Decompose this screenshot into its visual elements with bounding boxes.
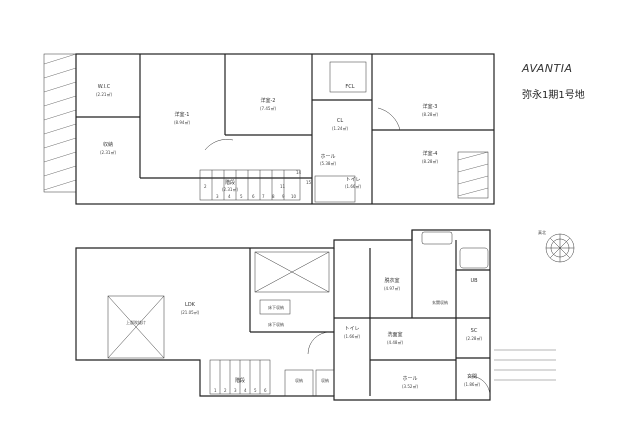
label-western1: 洋室-1 — [175, 111, 190, 118]
note-upper-void: 上部吹抜け — [126, 319, 146, 325]
label-fcl: FCL — [345, 84, 354, 90]
area-lower-toilet: (1.66㎡) — [344, 333, 360, 339]
label-western4: 洋室-4 — [423, 150, 438, 157]
area-sc: (2.28㎡) — [466, 335, 482, 341]
label-upper-hall: ホール — [320, 154, 335, 160]
area-western3: (8.28㎡) — [422, 111, 438, 117]
area-upper-stairs: (2.31㎡) — [222, 186, 238, 192]
stair-num: 11 — [280, 184, 286, 189]
note-mudroom: 玄関収納 — [432, 299, 448, 305]
stair-num: 15 — [306, 180, 312, 185]
area-wic: (2.21㎡) — [96, 91, 112, 97]
area-storage: (2.31㎡) — [100, 149, 116, 155]
label-lower-storage1: 収納 — [295, 377, 303, 383]
lower-outer-wall — [75, 229, 491, 401]
stair-num: 10 — [291, 194, 297, 199]
area-western2: (7.45㎡) — [260, 105, 276, 111]
label-western2: 洋室-2 — [261, 97, 276, 104]
label-upper-stairs: 階段 — [225, 179, 235, 186]
upper-stair-numbers: 2 3 4 5 6 7 8 9 10 11 14 15 — [204, 170, 312, 199]
lower-stairs — [209, 359, 271, 395]
label-ldk: LDK — [185, 302, 196, 308]
label-western3: 洋室-3 — [423, 103, 438, 110]
stair-num: 2 — [224, 388, 227, 393]
stair-num: 8 — [272, 194, 275, 199]
brand-logo: AVANTIA — [522, 62, 573, 75]
area-ldk: (21.05㎡) — [181, 309, 200, 315]
area-entrance: (1.86㎡) — [464, 381, 480, 387]
upper-floor: W.I.C (2.21㎡) 収納 (2.31㎡) 洋室-1 (8.94㎡) 洋室… — [43, 53, 495, 205]
lower-stair-numbers: 1 2 3 4 5 6 — [214, 388, 267, 393]
note-floor-storage: 床下収納 — [268, 321, 284, 327]
stair-num: 4 — [228, 194, 231, 199]
stair-num: 3 — [234, 388, 237, 393]
stair-num: 6 — [252, 194, 255, 199]
area-upper-toilet: (1.66㎡) — [345, 183, 361, 189]
area-western1: (8.94㎡) — [174, 119, 190, 125]
label-sc: SC — [471, 328, 478, 334]
upper-stairs — [199, 169, 301, 201]
compass-label: 真北 — [538, 229, 546, 235]
label-wic: W.I.C — [98, 84, 111, 90]
label-cl: CL — [337, 118, 343, 124]
stair-num: 6 — [264, 388, 267, 393]
stair-num: 7 — [262, 194, 265, 199]
lower-floor: LDK (21.05㎡) 上部吹抜け 床下収納 洗面室 (4.48㎡) 脱衣室 … — [75, 229, 556, 401]
label-lower-stairs: 階段 — [235, 377, 245, 384]
area-washroom: (4.48㎡) — [387, 339, 403, 345]
stair-num: 14 — [296, 170, 302, 175]
label-ub: UB — [470, 278, 478, 284]
label-dressing: 脱衣室 — [384, 277, 399, 284]
stair-num: 4 — [244, 388, 247, 393]
stair-num: 9 — [282, 194, 285, 199]
lot-title: 弥永1期1号地 — [522, 90, 585, 101]
note-ceiling-storage: 床下収納 — [268, 304, 284, 310]
area-cl: (1.24㎡) — [332, 125, 348, 131]
balcony — [43, 53, 77, 193]
area-western4: (8.28㎡) — [422, 158, 438, 164]
label-storage: 収納 — [103, 141, 113, 148]
stair-num: 3 — [216, 194, 219, 199]
stair-num: 5 — [240, 194, 243, 199]
stair-num: 2 — [204, 184, 207, 189]
stair-num: 5 — [254, 388, 257, 393]
area-upper-hall: (5.38㎡) — [320, 160, 336, 166]
label-lower-hall: ホール — [402, 376, 417, 382]
upper-void-box — [107, 295, 165, 359]
stair-num: 1 — [214, 388, 217, 393]
label-lower-storage2: 収納 — [321, 377, 329, 383]
label-entrance: 玄関 — [467, 373, 477, 380]
compass-icon: 真北 — [538, 229, 575, 263]
area-lower-hall: (3.52㎡) — [402, 383, 418, 389]
label-lower-toilet: トイレ — [344, 326, 359, 332]
upper-outer-wall — [75, 53, 495, 205]
label-washroom: 洗面室 — [387, 331, 402, 338]
label-upper-toilet: トイレ — [345, 177, 360, 183]
area-dressing: (4.97㎡) — [384, 285, 400, 291]
